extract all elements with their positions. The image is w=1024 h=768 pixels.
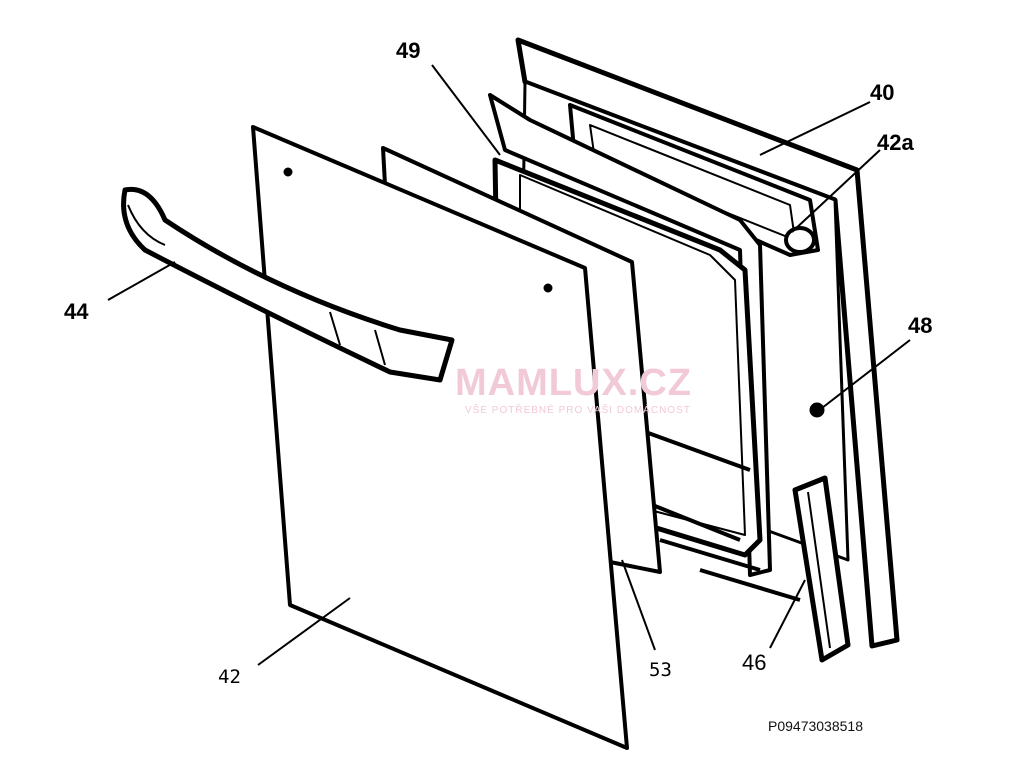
label-48: 48 (908, 313, 933, 338)
label-53: 53 (649, 659, 672, 681)
part-code: P09473038518 (768, 718, 863, 734)
label-42a: 42a (877, 130, 914, 155)
watermark-subtitle: VŠE POTŘEBNÉ PRO VAŠI DOMÁCNOST (465, 405, 691, 416)
label-46: 46 (742, 650, 767, 675)
label-42: 42 (218, 666, 241, 688)
label-40: 40 (870, 80, 895, 105)
hinge-clip-42a (784, 226, 816, 254)
hinge-46 (792, 475, 851, 663)
leader-lines (107, 64, 911, 666)
label-49: 49 (396, 38, 421, 63)
handle-44 (121, 186, 455, 383)
screw-48 (809, 402, 825, 418)
label-44: 44 (64, 299, 89, 324)
front-panel-42 (251, 125, 629, 750)
watermark-title: MAMLUX.CZ (455, 362, 692, 404)
